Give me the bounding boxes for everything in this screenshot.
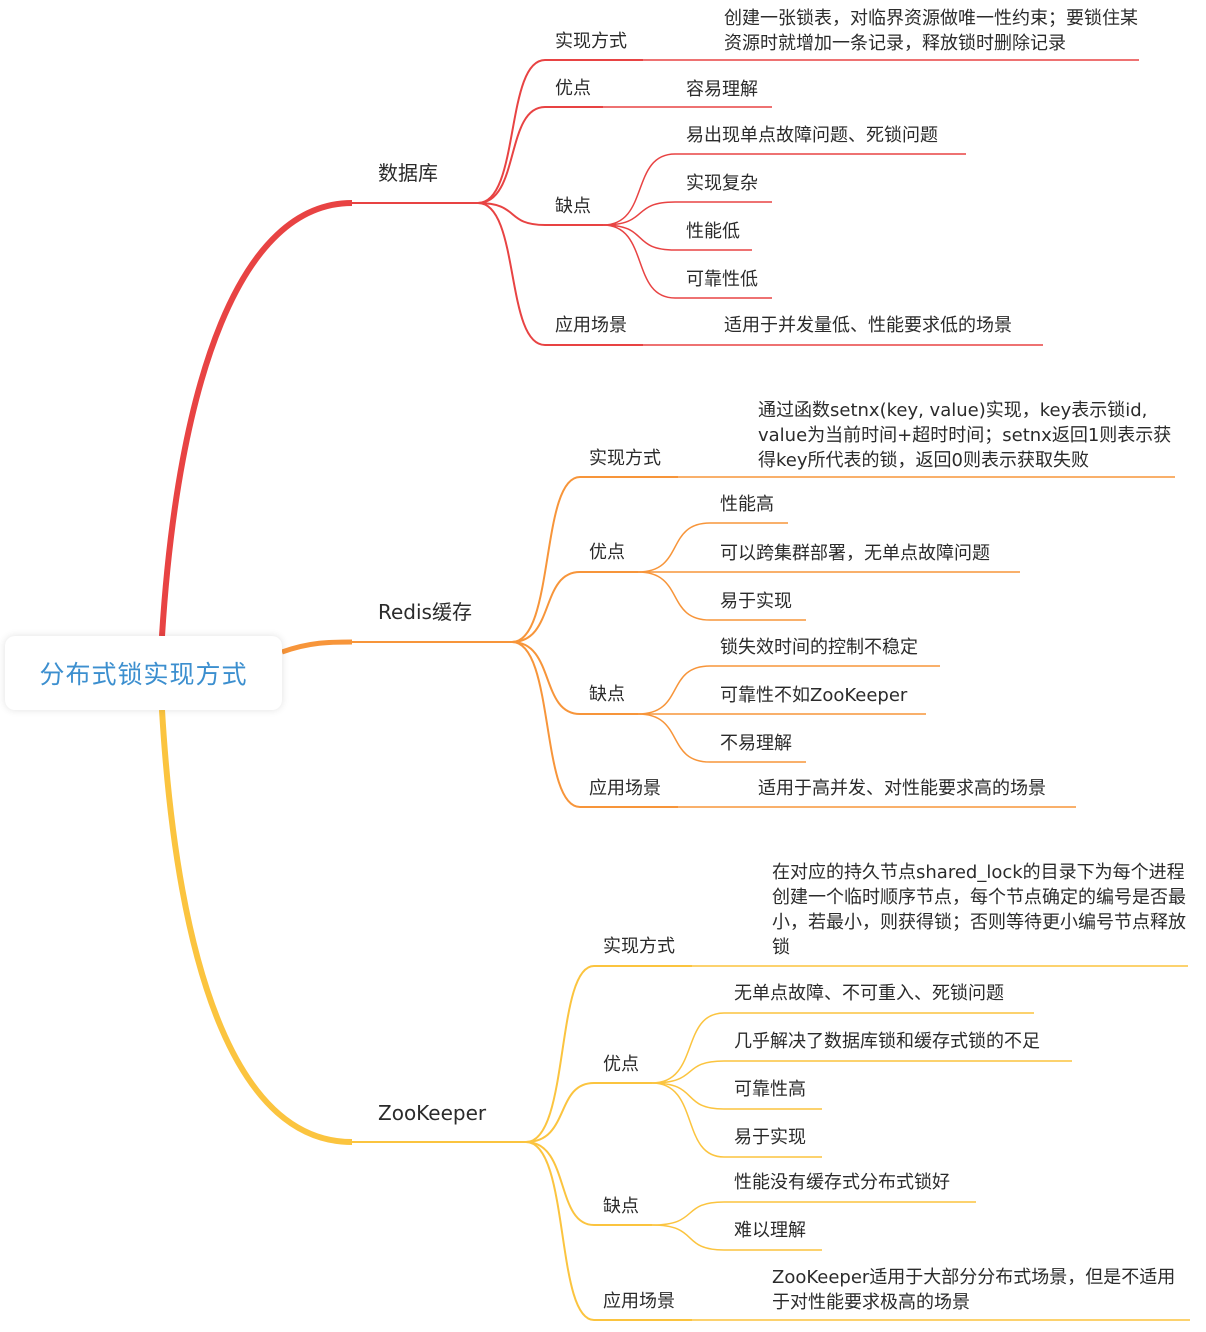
node-redis-pro-1[interactable]: 性能高 — [720, 494, 774, 515]
node-zk-pro-2[interactable]: 几乎解决了数据库锁和缓存式锁的不足 — [734, 1031, 1040, 1052]
node-zk-pro-3[interactable]: 可靠性高 — [734, 1079, 806, 1100]
node-redis-scene-1[interactable]: 适用于高并发、对性能要求高的场景 — [758, 778, 1046, 799]
node-db-con[interactable]: 缺点 — [555, 196, 591, 217]
node-redis-pro-2[interactable]: 可以跨集群部署，无单点故障问题 — [720, 543, 990, 564]
branch-connector-zk — [159, 709, 353, 1145]
node-zk-pro-4[interactable]: 易于实现 — [734, 1127, 806, 1148]
node-redis-scene[interactable]: 应用场景 — [589, 778, 661, 799]
node-redis[interactable]: Redis缓存 — [378, 600, 472, 624]
node-zk-impl[interactable]: 实现方式 — [603, 936, 675, 957]
node-redis-impl-detail[interactable]: 通过函数setnx(key, value)实现，key表示锁id, value为… — [758, 400, 1172, 471]
zk-connectors — [525, 965, 1190, 1321]
node-zk-con-1[interactable]: 性能没有缓存式分布式锁好 — [734, 1172, 950, 1193]
node-redis-con[interactable]: 缺点 — [589, 684, 625, 705]
node-db-scene-1[interactable]: 适用于并发量低、性能要求低的场景 — [724, 315, 1012, 336]
node-db[interactable]: 数据库 — [378, 161, 438, 185]
root-node[interactable]: 分布式锁实现方式 — [5, 636, 282, 710]
node-redis-con-1[interactable]: 锁失效时间的控制不稳定 — [720, 637, 918, 658]
node-zk-scene[interactable]: 应用场景 — [603, 1291, 675, 1312]
node-db-con-4[interactable]: 可靠性低 — [686, 269, 758, 290]
node-db-impl[interactable]: 实现方式 — [555, 31, 627, 52]
node-redis-impl[interactable]: 实现方式 — [589, 448, 661, 469]
node-db-pro[interactable]: 优点 — [555, 78, 591, 99]
db-connectors — [477, 59, 1139, 346]
redis-connectors — [511, 476, 1175, 808]
node-db-con-2[interactable]: 实现复杂 — [686, 173, 758, 194]
branch-connector-db — [159, 200, 353, 637]
node-zk-impl-detail[interactable]: 在对应的持久节点shared_lock的目录下为每个进程创建一个临时顺序节点，每… — [772, 862, 1186, 958]
node-zk[interactable]: ZooKeeper — [378, 1101, 487, 1125]
node-db-con-1[interactable]: 易出现单点故障问题、死锁问题 — [686, 125, 938, 146]
node-zk-pro-1[interactable]: 无单点故障、不可重入、死锁问题 — [734, 983, 1004, 1004]
root-label: 分布式锁实现方式 — [39, 660, 248, 689]
node-db-pro-1[interactable]: 容易理解 — [686, 79, 758, 100]
node-db-impl-detail[interactable]: 创建一张锁表，对临界资源做唯一性约束；要锁住某资源时就增加一条记录，释放锁时删除… — [724, 8, 1138, 54]
node-redis-pro[interactable]: 优点 — [589, 542, 625, 563]
node-zk-con-2[interactable]: 难以理解 — [734, 1220, 806, 1241]
branch-connector-redis — [281, 639, 353, 655]
node-redis-pro-3[interactable]: 易于实现 — [720, 591, 792, 612]
node-db-con-3[interactable]: 性能低 — [686, 221, 740, 242]
node-zk-con[interactable]: 缺点 — [603, 1196, 639, 1217]
node-redis-con-3[interactable]: 不易理解 — [720, 733, 792, 754]
node-zk-pro[interactable]: 优点 — [603, 1054, 639, 1075]
node-redis-con-2[interactable]: 可靠性不如ZooKeeper — [720, 685, 908, 706]
node-zk-scene-detail[interactable]: ZooKeeper适用于大部分分布式场景，但是不适用于对性能要求极高的场景 — [772, 1267, 1176, 1313]
node-db-scene[interactable]: 应用场景 — [555, 315, 627, 336]
